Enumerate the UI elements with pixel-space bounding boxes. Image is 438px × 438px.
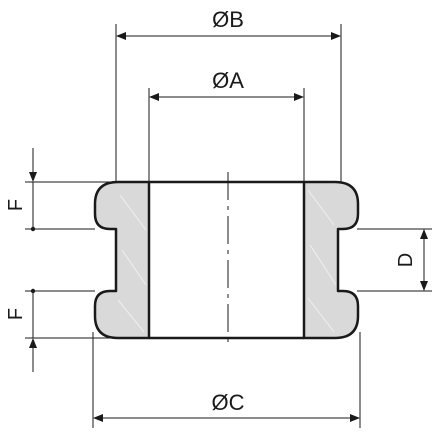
left-wall-section	[93, 180, 151, 340]
f-top-dot	[30, 226, 36, 232]
dim-label-f-top: F	[5, 199, 27, 211]
dim-label-c: ØC	[212, 390, 245, 415]
right-wall-section	[302, 180, 360, 340]
f-bottom-dot	[30, 288, 36, 294]
extension-lines	[25, 24, 432, 428]
dim-label-a: ØA	[212, 68, 244, 93]
dim-label-f-bottom: F	[5, 308, 27, 320]
dim-label-b: ØB	[212, 7, 244, 32]
section-texture	[117, 189, 337, 333]
dim-label-d: D	[395, 253, 417, 267]
dimension-lines	[29, 32, 428, 422]
grommet-cross-section	[93, 180, 360, 340]
